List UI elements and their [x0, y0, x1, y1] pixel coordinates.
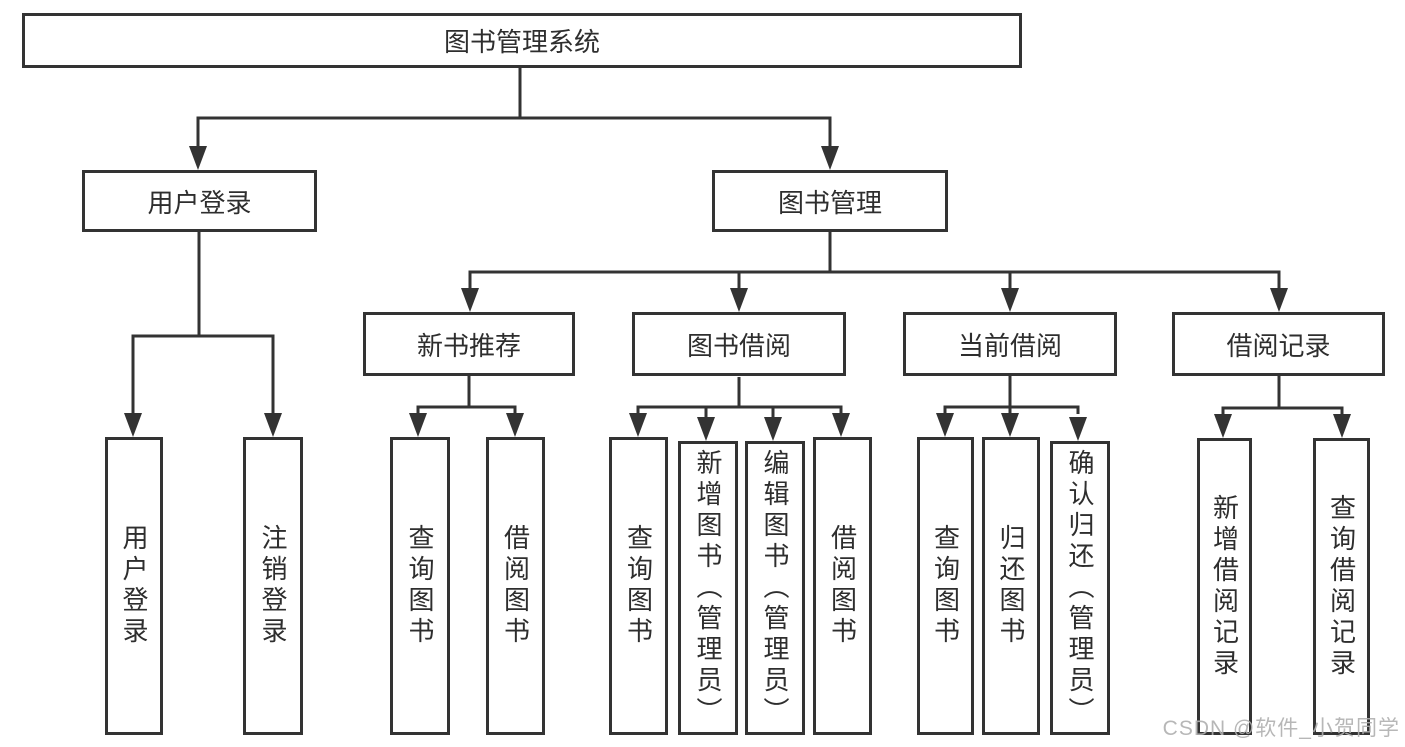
node-library-system: 图书管理系统 — [22, 13, 1022, 68]
leaf-search-books-borrowing: 查询图书 — [609, 437, 668, 735]
connector-book-management-to-level3 — [461, 232, 1288, 312]
node-book-management: 图书管理 — [712, 170, 948, 232]
node-borrowing-records: 借阅记录 — [1172, 312, 1385, 376]
connector-borrow-records-children — [1214, 375, 1351, 438]
leaf-logout: 注销登录 — [243, 437, 303, 735]
leaf-search-borrow-record: 查询借阅记录 — [1313, 438, 1370, 735]
watermark: CSDN @软件_小贺同学 — [1162, 717, 1400, 740]
leaf-return-book: 归还图书 — [982, 437, 1040, 735]
leaf-search-books-recommendation: 查询图书 — [390, 437, 450, 735]
node-user-login: 用户登录 — [82, 170, 317, 232]
connector-root-to-level2 — [189, 68, 839, 170]
node-current-borrowing: 当前借阅 — [903, 312, 1117, 376]
leaf-add-borrow-record: 新增借阅记录 — [1197, 438, 1252, 735]
leaf-borrow-books-borrowing: 借阅图书 — [813, 437, 872, 735]
leaf-borrow-books-recommendation: 借阅图书 — [486, 437, 545, 735]
connector-user-login-children — [124, 232, 282, 437]
node-book-borrowing: 图书借阅 — [632, 312, 846, 376]
connector-new-book-children — [409, 376, 524, 437]
connector-current-borrow-children — [936, 375, 1087, 441]
leaf-search-books-current: 查询图书 — [917, 437, 974, 735]
leaf-user-login: 用户登录 — [105, 437, 163, 735]
leaf-add-book-admin: 新增图书（管理员） — [678, 441, 738, 735]
leaf-confirm-return-admin: 确认归还（管理员） — [1050, 441, 1110, 735]
connector-book-borrow-children — [629, 377, 850, 441]
node-new-book-recommendation: 新书推荐 — [363, 312, 575, 376]
leaf-edit-book-admin: 编辑图书（管理员） — [745, 441, 805, 735]
